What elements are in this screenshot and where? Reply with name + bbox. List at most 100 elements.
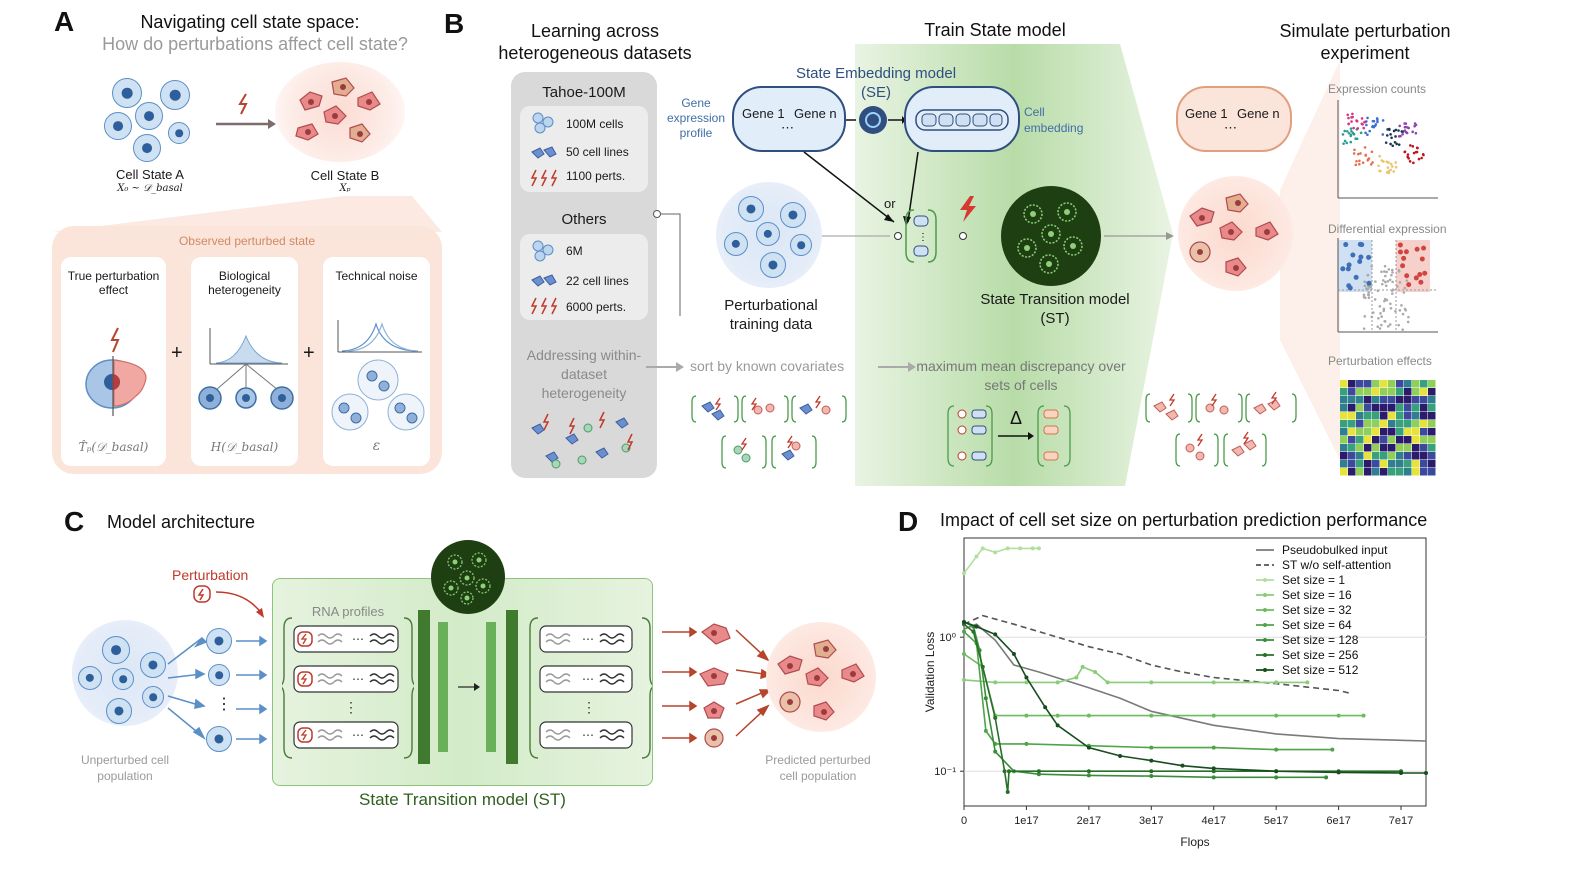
volcano-point	[1382, 270, 1386, 273]
heatmap-cell	[1412, 468, 1420, 476]
series-point	[1211, 680, 1216, 685]
cell-state-a-formula: X₀ ~ 𝒟_basal	[117, 183, 183, 194]
volcano-point	[1391, 268, 1394, 272]
legend-marker	[1263, 593, 1267, 597]
cell-state-a-label: Cell State A	[116, 167, 184, 182]
series-point	[1274, 769, 1279, 774]
heatmap-cell	[1412, 396, 1420, 404]
st-architecture-icon	[443, 552, 491, 605]
umap-point	[1360, 117, 1364, 120]
heatmap-cell	[1348, 388, 1356, 396]
st-model-icon	[1017, 202, 1083, 274]
volcano-point	[1407, 315, 1410, 319]
umap-point	[1407, 157, 1410, 160]
umap-point	[1403, 125, 1407, 129]
volcano-point	[1385, 270, 1388, 274]
series-point	[1274, 680, 1279, 685]
heatmap-cell	[1364, 452, 1372, 460]
x-tick-label: 6e17	[1326, 815, 1350, 827]
perturbation-input-icon	[193, 585, 264, 618]
series-point	[974, 624, 979, 629]
series-point	[993, 715, 998, 720]
heatmap-cell	[1412, 412, 1420, 420]
series-line	[963, 631, 1333, 751]
panel-b-letter: B	[444, 8, 465, 39]
umap-point	[1341, 133, 1345, 136]
umap-point	[1414, 131, 1418, 135]
heatmap-cell	[1340, 460, 1348, 468]
series-point	[1024, 713, 1029, 718]
volcano-point	[1371, 311, 1375, 314]
legend-label: Set size = 32	[1282, 603, 1352, 617]
legend-marker	[1263, 653, 1267, 657]
series-point	[1005, 789, 1010, 794]
series-point	[1086, 745, 1091, 750]
heatmap-cell	[1396, 468, 1404, 476]
sort-label: sort by known covariates	[690, 358, 845, 374]
volcano-point-up	[1417, 272, 1423, 278]
series-line	[963, 665, 1308, 684]
legend-label: Set size = 256	[1282, 648, 1359, 662]
others-stat-lines: 22 cell lines	[566, 274, 629, 288]
volcano-point	[1367, 291, 1370, 294]
bio-heterogeneity-icon	[198, 328, 294, 410]
volcano-point	[1388, 278, 1392, 282]
umap-point	[1351, 115, 1354, 119]
umap-point	[1411, 145, 1415, 148]
volcano-point	[1398, 281, 1402, 284]
series-point	[993, 680, 998, 685]
volcano-point-up	[1418, 279, 1424, 285]
heatmap-cell	[1428, 420, 1436, 428]
heatmap-cell	[1428, 388, 1436, 396]
volcano-point-down	[1346, 262, 1352, 268]
volcano-point	[1367, 285, 1371, 289]
series-point	[1149, 713, 1154, 718]
heatmap-cell	[1404, 444, 1412, 452]
series-point	[1211, 745, 1216, 750]
volcano-point	[1380, 315, 1383, 318]
heatmap-cell	[1364, 436, 1372, 444]
umap-point	[1349, 133, 1353, 137]
volcano-point	[1405, 279, 1409, 282]
heatmap-cell	[1348, 460, 1356, 468]
heatmap-cell	[1428, 444, 1436, 452]
heatmap-cell	[1348, 428, 1356, 436]
heatmap-cell	[1348, 412, 1356, 420]
predicted-population-icon	[777, 639, 865, 721]
heatmap-cell	[1396, 404, 1404, 412]
volcano-point	[1383, 264, 1387, 268]
heatmap-cell	[1428, 452, 1436, 460]
umap-point	[1413, 122, 1417, 125]
heatmap-cell	[1340, 404, 1348, 412]
series-line	[963, 623, 1427, 742]
heatmap-cell	[1404, 452, 1412, 460]
heatmap-cell	[1404, 380, 1412, 388]
plus-sign-2: +	[303, 342, 315, 364]
umap-point	[1408, 144, 1412, 147]
panel-c-letter: C	[64, 506, 85, 537]
heatmap-cell	[1372, 444, 1380, 452]
heatmap-cell	[1412, 388, 1420, 396]
heatmap-cell	[1404, 420, 1412, 428]
umap-point	[1406, 153, 1410, 156]
volcano-point	[1387, 268, 1391, 271]
umap-point	[1361, 161, 1365, 165]
umap-point	[1371, 119, 1375, 123]
umap-point	[1387, 127, 1391, 131]
heatmap-cell	[1364, 468, 1372, 476]
st-input-vector: ⋮	[894, 209, 967, 263]
heatmap-cell	[1380, 460, 1388, 468]
legend-label: Set size = 1	[1282, 573, 1345, 587]
heatmap-cell	[1388, 452, 1396, 460]
volcano-point	[1391, 292, 1394, 295]
umap-point	[1408, 160, 1412, 163]
series-point	[1305, 680, 1310, 685]
volcano-point-up	[1422, 270, 1428, 276]
heatmap-cell	[1404, 468, 1412, 476]
addressing-label: Addressing within-dataset heterogeneity	[526, 347, 642, 401]
panel-d-letter: D	[898, 506, 919, 537]
heatmap-cell	[1372, 412, 1380, 420]
volcano-point	[1383, 320, 1387, 323]
heatmap-cell	[1388, 412, 1396, 420]
